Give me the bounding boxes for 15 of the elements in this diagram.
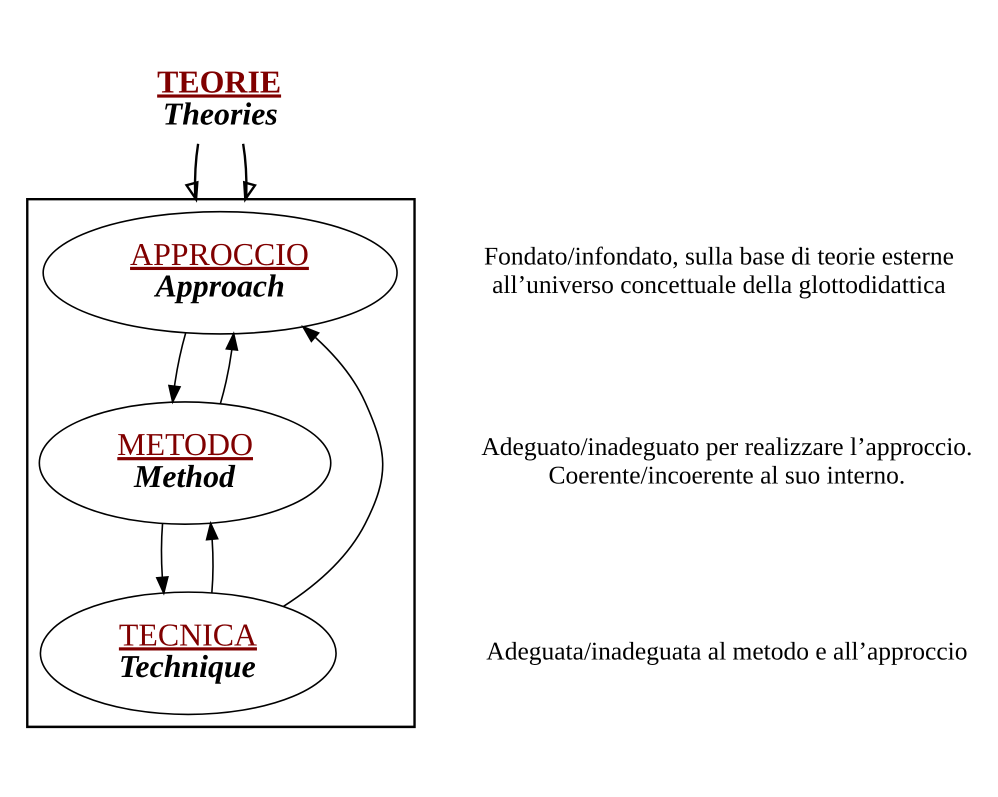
node-text: TEORIE Theories	[157, 64, 282, 132]
node-ellipse: TECNICA Technique	[40, 591, 337, 716]
arrow	[242, 144, 257, 203]
node-ellipse: APPROCCIO Approach	[42, 210, 398, 335]
arrow	[206, 520, 219, 593]
label: Adeguata/inadeguata al metodo e all’approccio	[486, 636, 968, 666]
node-ellipse: METODO Method	[38, 401, 332, 525]
label: Fondato/infondato, sulla base di teorie esterne all’universo concettuale della glottodidattica	[484, 242, 954, 300]
label: Adeguato/inadeguato per realizzare l’approccio. Coerente/incoerente al suo interno.	[481, 432, 972, 490]
arrow	[156, 523, 169, 596]
cluster	[26, 198, 416, 728]
arrow	[168, 332, 187, 404]
arrow	[184, 144, 200, 203]
arrow	[220, 331, 238, 404]
arrow	[282, 325, 384, 608]
